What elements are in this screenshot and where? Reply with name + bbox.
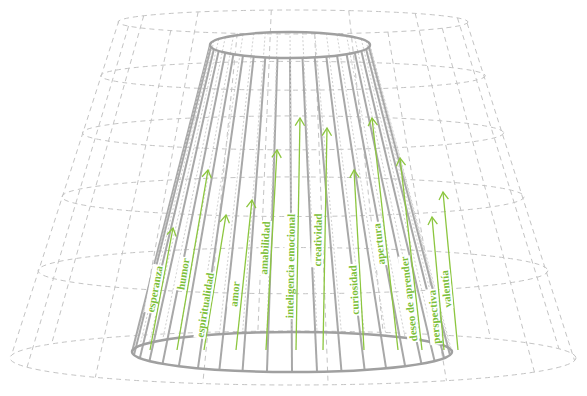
cone-rib: [163, 37, 226, 340]
arrow-head: [295, 118, 304, 126]
green-arrow: [368, 118, 398, 350]
strength-label: humor: [174, 256, 192, 291]
green-arrow: [350, 170, 364, 350]
cone-rib: [366, 41, 444, 346]
arrow-head: [202, 170, 211, 178]
green-arrow: [396, 158, 422, 350]
dashed-generatrix: [11, 21, 118, 356]
cone-rib: [347, 54, 406, 366]
dashed-generatrix: [52, 16, 144, 344]
arrow-head: [428, 217, 437, 225]
green-arrow: [322, 128, 331, 350]
cone-rim: [132, 332, 452, 372]
dashed-generatrix: [388, 32, 447, 381]
cone-rib: [243, 57, 266, 371]
dashed-ring: [10, 331, 576, 385]
strength-label: amor: [227, 280, 242, 308]
cone-rib: [243, 33, 266, 333]
arrow-head: [322, 128, 331, 136]
cone-rib: [163, 53, 226, 364]
dashed-generatrix: [467, 23, 574, 360]
green-arrow: [236, 200, 256, 350]
arrow-head: [368, 118, 377, 126]
cone-rib: [267, 58, 278, 372]
cone-rim: [210, 32, 370, 58]
cone-rib: [267, 32, 278, 332]
arrow-head: [247, 200, 256, 208]
dashed-generatrix: [140, 12, 199, 335]
cone-rib: [361, 51, 434, 361]
cone-rib: [361, 39, 434, 343]
cone-rib: [303, 32, 318, 332]
cone-rib: [315, 33, 342, 333]
arrow-head: [272, 150, 281, 158]
cone-rib: [326, 57, 364, 370]
dashed-generatrix: [457, 18, 558, 349]
arrow-shaft: [236, 200, 252, 350]
arrow-head: [220, 215, 229, 223]
dashed-generatrix: [95, 31, 170, 378]
inner-cone: [132, 32, 452, 372]
arrow-head: [396, 158, 405, 166]
strength-label: creatividad: [311, 212, 324, 267]
arrow-head: [167, 228, 176, 236]
strength-label: espiritualidad: [193, 271, 216, 339]
cone-rib: [149, 51, 218, 361]
outer-dashed-cone: [10, 10, 576, 385]
cone-rib: [179, 54, 234, 366]
strength-label: curiosidad: [346, 264, 361, 316]
arrow-shaft: [354, 170, 364, 350]
dashed-generatrix: [27, 26, 128, 367]
arrow-shaft: [323, 128, 327, 350]
arrow-head: [439, 192, 448, 200]
dashed-generatrix: [442, 28, 534, 372]
cone-rib: [355, 53, 422, 364]
cone-rib: [326, 33, 364, 334]
strength-label: inteligencia emocional: [284, 213, 298, 319]
cone-rib: [219, 33, 253, 334]
arrow-head: [350, 170, 359, 178]
cone-rib: [370, 45, 452, 352]
